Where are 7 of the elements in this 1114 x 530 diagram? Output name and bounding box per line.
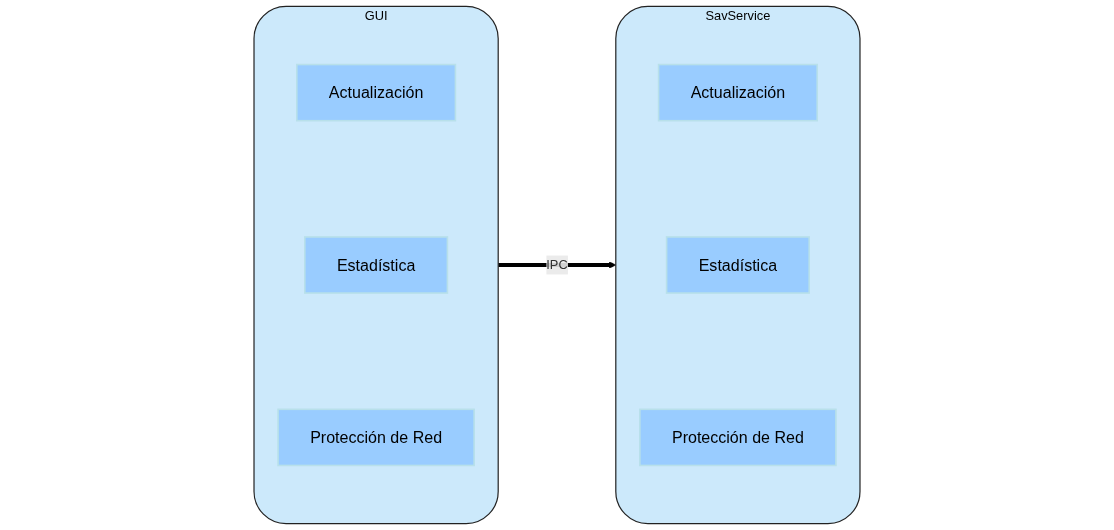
- node-box: Protección de Red: [277, 408, 475, 467]
- node-box: Estadística: [304, 236, 449, 294]
- node-box: Actualización: [296, 63, 457, 122]
- node-box: Protección de Red: [639, 408, 837, 467]
- node-box: Actualización: [657, 63, 818, 122]
- node-box: Estadística: [665, 236, 810, 294]
- edge-label: IPC: [546, 257, 568, 272]
